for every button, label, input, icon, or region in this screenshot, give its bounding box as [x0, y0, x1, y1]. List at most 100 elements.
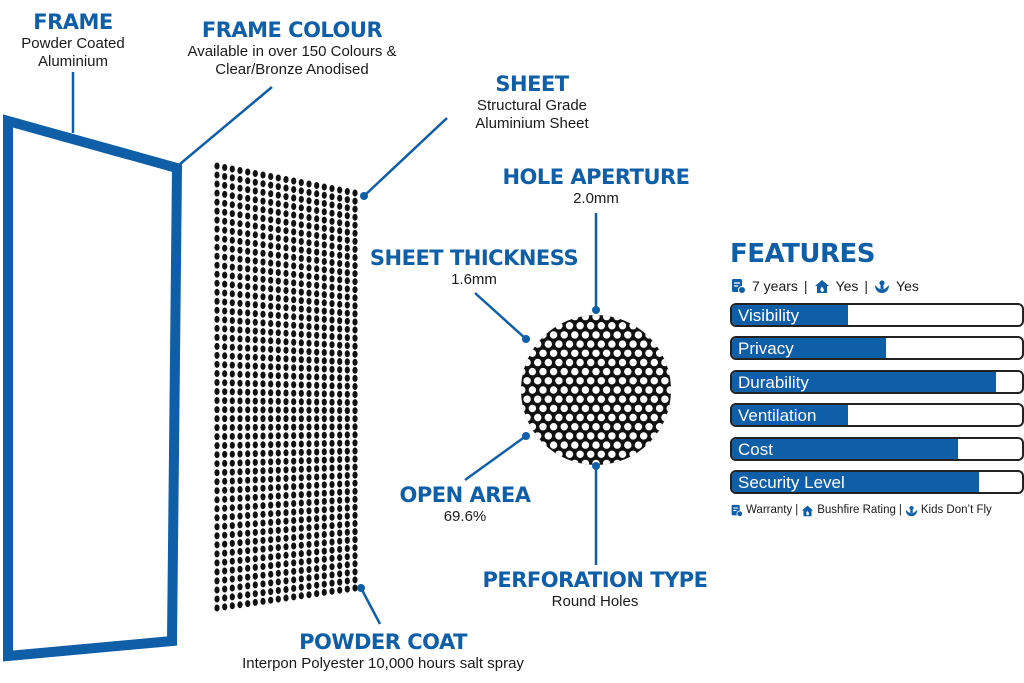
sheet-hole [306, 465, 312, 473]
sheet-hole [352, 213, 358, 221]
sheet-hole [337, 366, 343, 374]
disc-hole [650, 432, 658, 440]
sheet-hole [344, 463, 350, 471]
sheet-hole [298, 541, 304, 549]
sheet-hole [275, 174, 281, 182]
leader-dots [357, 192, 600, 592]
sheet-hole [314, 315, 320, 323]
sheet-hole [214, 388, 220, 395]
sheet-hole [337, 415, 343, 423]
sheet-hole [222, 459, 228, 467]
sheet-hole [314, 390, 320, 398]
sheet-hole [275, 191, 281, 199]
sheet-hole [222, 522, 228, 530]
sheet-hole [229, 334, 235, 342]
sheet-hole [321, 183, 327, 191]
sheet-hole [275, 415, 281, 423]
separator: | [803, 277, 808, 294]
sheet-hole [306, 482, 312, 490]
disc-hole [528, 404, 537, 413]
sheet-hole [321, 588, 327, 596]
sheet-hole [222, 504, 228, 512]
sheet-hole [298, 195, 304, 203]
sheet-hole [291, 304, 297, 312]
sheet-hole [321, 373, 327, 381]
sheet-hole [214, 297, 220, 305]
sheet-hole [344, 415, 350, 423]
sheet-hole [245, 194, 251, 202]
sheet-hole [268, 328, 274, 336]
sheet-hole [337, 333, 343, 341]
sheet-hole [329, 291, 335, 299]
sheet-hole [291, 296, 297, 304]
sheet-hole [344, 252, 350, 260]
disc-hole [597, 377, 605, 385]
sheet-hole [229, 352, 235, 360]
sheet-hole [245, 388, 251, 396]
sheet-hole [222, 352, 228, 360]
disc-hole [565, 358, 574, 367]
sheet-hole [214, 189, 220, 197]
sheet-hole [298, 440, 304, 448]
sheet-thickness-value: 1.6mm [451, 271, 497, 289]
sheet-hole [214, 243, 220, 251]
sheet-hole [298, 330, 304, 338]
sheet-hole [306, 440, 312, 448]
sheet-hole [283, 551, 289, 559]
bar-fill [732, 371, 996, 392]
sheet-hole [229, 325, 235, 333]
kids-icon [905, 505, 918, 516]
sheet-hole [237, 220, 243, 228]
sheet-hole [275, 432, 281, 440]
sheet-hole [283, 594, 289, 602]
sheet-hole [306, 364, 312, 372]
sheet-hole [252, 520, 258, 528]
disc-hole [549, 386, 558, 394]
sheet-hole [291, 364, 297, 372]
sheet-hole [314, 356, 320, 364]
sheet-desc-1: Structural Grade [476, 97, 588, 115]
sheet-hole [260, 580, 266, 588]
sheet-hole [321, 332, 327, 340]
sheet-hole [337, 243, 343, 251]
sheet-hole [237, 512, 243, 520]
sheet-hole [222, 433, 228, 440]
sheet-hole [344, 317, 350, 325]
sheet-hole [298, 313, 304, 321]
sheet-hole [268, 475, 274, 483]
sheet-hole [306, 230, 312, 238]
sheet-hole [321, 489, 327, 497]
sheet-hole [252, 537, 258, 545]
disc-hole [640, 377, 648, 385]
sheet-hole [306, 314, 312, 322]
disc-hole [581, 404, 590, 413]
sheet-hole [321, 555, 327, 563]
sheet-hole [337, 578, 343, 586]
sheet-hole [275, 380, 281, 388]
disc-hole [608, 413, 616, 422]
sheet-hole [344, 585, 350, 593]
sheet-hole [229, 406, 235, 414]
sheet-hole [268, 544, 274, 552]
sheet-hole [222, 226, 228, 234]
disc-hole [565, 322, 574, 330]
sheet-hole [337, 464, 343, 472]
disc-hole [565, 450, 574, 458]
sheet-hole [245, 239, 251, 246]
sheet-hole [245, 582, 251, 590]
sheet-hole [337, 235, 343, 243]
sheet-hole [268, 501, 274, 509]
sheet-hole [329, 316, 335, 324]
sheet-hole [314, 365, 320, 373]
sheet-hole [268, 588, 274, 596]
sheet-hole [291, 449, 297, 457]
sheet-hole [252, 371, 258, 379]
sheet-hole [344, 423, 350, 431]
sheet-hole [245, 168, 251, 176]
sheet-hole [314, 182, 320, 189]
sheet-hole [291, 415, 297, 423]
disc-hole [571, 441, 579, 449]
sheet-hole [314, 556, 320, 564]
sheet-hole [314, 331, 320, 339]
sheet-hole [283, 338, 289, 346]
